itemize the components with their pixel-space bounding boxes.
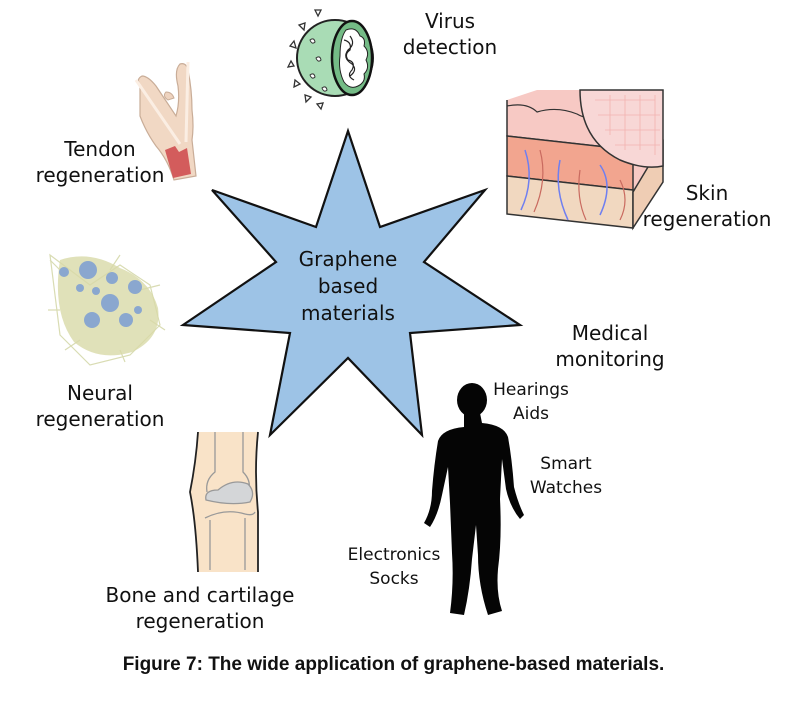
label-bone-cartilage-regeneration: Bone and cartilage regeneration <box>90 582 310 634</box>
central-star <box>179 127 524 439</box>
label-line: Skin <box>685 181 729 205</box>
hand-tendon-icon <box>134 61 197 181</box>
label-virus-detection: Virus detection <box>380 8 520 60</box>
skin-layers-icon <box>506 89 664 231</box>
figure-caption: Figure 7: The wide application of graphe… <box>122 654 665 675</box>
label-line: regeneration <box>642 207 772 231</box>
label-line: monitoring <box>555 347 665 371</box>
label-hearing-aids: Hearings Aids <box>476 378 586 426</box>
label-line: Smart <box>540 454 592 474</box>
label-line: Watches <box>529 478 603 498</box>
label-line: regeneration <box>135 609 265 633</box>
label-line: Hearings <box>493 380 569 400</box>
label-line: regeneration <box>35 163 165 187</box>
virus-icon <box>286 9 374 111</box>
label-line: regeneration <box>35 407 165 431</box>
label-line: Neural <box>67 381 133 405</box>
label-medical-monitoring: Medical monitoring <box>540 320 680 372</box>
center-label-line1: Graphene <box>298 247 398 271</box>
label-smart-watches: Smart Watches <box>516 452 616 500</box>
human-silhouette-icon <box>424 383 524 615</box>
label-line: detection <box>402 35 498 59</box>
label-line: Electronics <box>347 545 441 565</box>
center-label-line2: based <box>317 274 379 298</box>
label-electronics-socks: Electronics Socks <box>330 543 458 591</box>
neuron-cells-icon <box>48 253 166 366</box>
knee-joint-icon <box>189 431 259 573</box>
label-tendon-regeneration: Tendon regeneration <box>25 136 175 188</box>
center-label: Graphene based materials <box>268 246 428 327</box>
label-line: Socks <box>369 569 419 589</box>
label-skin-regeneration: Skin regeneration <box>632 180 782 232</box>
label-line: Bone and cartilage <box>105 583 295 607</box>
label-neural-regeneration: Neural regeneration <box>20 380 180 432</box>
label-line: Virus <box>424 9 476 33</box>
label-line: Tendon <box>64 137 136 161</box>
label-line: Medical <box>571 321 649 345</box>
label-line: Aids <box>512 404 549 424</box>
center-label-line3: materials <box>301 301 395 325</box>
